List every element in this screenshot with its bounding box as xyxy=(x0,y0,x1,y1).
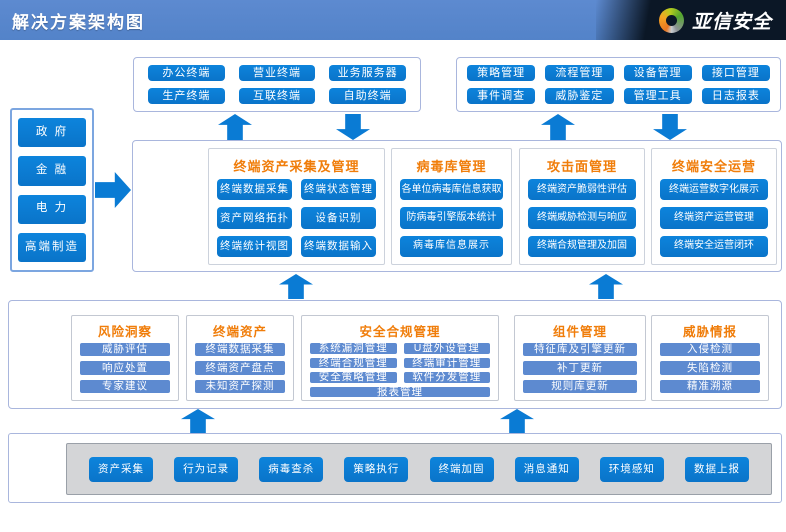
mgmt-box-logs: 日志报表 xyxy=(701,88,770,104)
section-title: 安全合规管理 xyxy=(359,325,441,339)
section-title: 终端安全运营 xyxy=(671,159,756,174)
industry-box-power: 电 力 xyxy=(18,194,86,224)
section-security-ops: 终端安全运营 终端运营数字化展示 终端资产运营管理 终端安全运营闭环 xyxy=(651,148,777,265)
terminal-box-production: 生产终端 xyxy=(148,88,225,104)
feature-box: 各单位病毒库信息获取 xyxy=(400,179,503,201)
section-attack-surface: 攻击面管理 终端资产脆弱性评估 终端威胁检测与响应 终端合规管理及加固 xyxy=(519,148,645,265)
asiainfo-logo-icon xyxy=(658,7,684,33)
section-components: 组件管理 特征库及引擎更新 补丁更新 规则库更新 xyxy=(514,315,646,401)
feature-box: 专家建议 xyxy=(80,379,170,393)
feature-box: 威胁评估 xyxy=(80,343,170,357)
terminal-box-selfservice: 自助终端 xyxy=(329,88,406,104)
feature-box: 特征库及引擎更新 xyxy=(523,343,637,357)
feature-box: 终端数据采集 xyxy=(217,179,292,201)
mgmt-box-process: 流程管理 xyxy=(545,65,614,81)
flow-arrow-down xyxy=(653,114,687,140)
terminal-box-connected: 互联终端 xyxy=(238,88,316,104)
agent-panel: 资产采集 行为记录 病毒查杀 策略执行 终端加固 消息通知 环境感知 数据上报 xyxy=(8,433,782,503)
feature-box: 终端数据采集 xyxy=(195,343,285,357)
terminal-box-business: 营业终端 xyxy=(238,65,316,81)
flow-arrow-up xyxy=(279,274,313,299)
mgmt-box-tools: 管理工具 xyxy=(623,88,692,104)
section-virus-db: 病毒库管理 各单位病毒库信息获取 防病毒引擎版本统计 病毒库信息展示 xyxy=(391,148,512,265)
feature-box: 终端数据输入 xyxy=(301,235,376,257)
terminal-box-server: 业务服务器 xyxy=(329,65,406,81)
feature-box: 报表管理 xyxy=(310,386,490,397)
brand-logo: 亚信安全 xyxy=(596,0,786,40)
feature-box: U盘外设管理 xyxy=(403,343,490,354)
industry-box-finance: 金 融 xyxy=(18,156,86,186)
feature-box: 终端安全运营闭环 xyxy=(660,235,768,257)
terminal-box-office: 办公终端 xyxy=(148,65,225,81)
flow-arrow-up xyxy=(500,409,534,433)
feature-box: 终端运营数字化展示 xyxy=(660,179,768,201)
flow-arrow-up xyxy=(541,114,575,140)
mgmt-box-interface: 接口管理 xyxy=(701,65,770,81)
agent-box-policy-exec: 策略执行 xyxy=(344,456,409,482)
agent-functions-bar: 资产采集 行为记录 病毒查杀 策略执行 终端加固 消息通知 环境感知 数据上报 xyxy=(66,443,772,495)
agent-box-hardening: 终端加固 xyxy=(429,456,494,482)
section-title: 攻击面管理 xyxy=(546,159,617,174)
feature-box: 终端资产运营管理 xyxy=(660,207,768,229)
section-title: 风险洞察 xyxy=(97,325,152,339)
feature-box: 系统漏洞管理 xyxy=(310,343,397,354)
feature-box: 终端威胁检测与响应 xyxy=(528,207,636,229)
agent-box-notify: 消息通知 xyxy=(514,456,579,482)
agent-box-env-sense: 环境感知 xyxy=(599,456,664,482)
section-terminal-assets: 终端资产 终端数据采集 终端资产盘点 未知资产探测 xyxy=(186,315,294,401)
feature-box: 防病毒引擎版本统计 xyxy=(400,207,503,229)
brand-name: 亚信安全 xyxy=(691,11,772,33)
feature-box: 入侵检测 xyxy=(660,343,760,357)
agent-box-asset-collect: 资产采集 xyxy=(89,456,153,482)
feature-box: 终端资产盘点 xyxy=(195,361,285,375)
mgmt-box-incident: 事件调查 xyxy=(467,88,536,104)
section-asset-collection: 终端资产采集及管理 终端数据采集 终端状态管理 资产网络拓扑 设备识别 终端统计… xyxy=(208,148,385,265)
agent-box-virus-scan: 病毒查杀 xyxy=(259,456,324,482)
agent-box-data-report: 数据上报 xyxy=(684,456,749,482)
feature-box: 终端资产脆弱性评估 xyxy=(528,179,636,201)
industry-box-manufacturing: 高端制造 xyxy=(18,232,86,262)
mgmt-box-threat-appraisal: 威胁鉴定 xyxy=(545,88,614,104)
management-functions-panel: 策略管理 流程管理 设备管理 接口管理 事件调查 威胁鉴定 管理工具 日志报表 xyxy=(456,57,781,112)
terminal-types-panel: 办公终端 营业终端 业务服务器 生产终端 互联终端 自助终端 xyxy=(133,57,421,112)
feature-box: 设备识别 xyxy=(301,207,376,229)
section-title: 威胁情报 xyxy=(682,325,737,339)
feature-box: 补丁更新 xyxy=(523,361,637,375)
industry-panel: 政 府 金 融 电 力 高端制造 xyxy=(10,108,94,272)
section-title: 组件管理 xyxy=(552,325,607,339)
platform-panel: 终端资产采集及管理 终端数据采集 终端状态管理 资产网络拓扑 设备识别 终端统计… xyxy=(132,140,782,272)
flow-arrow-up xyxy=(218,114,252,140)
feature-box: 终端合规管理及加固 xyxy=(528,235,636,257)
section-title: 终端资产采集及管理 xyxy=(233,159,360,174)
flow-arrow-right xyxy=(95,172,131,208)
flow-arrow-up xyxy=(589,274,623,299)
feature-box: 资产网络拓扑 xyxy=(217,207,292,229)
agent-box-behavior-log: 行为记录 xyxy=(174,456,239,482)
feature-box: 响应处置 xyxy=(80,361,170,375)
section-threat-intel: 威胁情报 入侵检测 失陷检测 精准溯源 xyxy=(651,315,769,401)
mgmt-box-policy: 策略管理 xyxy=(467,65,536,81)
feature-box: 失陷检测 xyxy=(660,361,760,375)
mgmt-box-device: 设备管理 xyxy=(623,65,692,81)
section-risk-insight: 风险洞察 威胁评估 响应处置 专家建议 xyxy=(71,315,179,401)
feature-box: 精准溯源 xyxy=(660,379,760,393)
feature-box: 未知资产探测 xyxy=(195,379,285,393)
feature-box: 病毒库信息展示 xyxy=(400,235,503,257)
feature-box: 终端审计管理 xyxy=(403,357,490,368)
feature-box: 安全策略管理 xyxy=(310,372,397,383)
capabilities-panel: 风险洞察 威胁评估 响应处置 专家建议 终端资产 终端数据采集 终端资产盘点 未… xyxy=(8,300,782,409)
section-compliance: 安全合规管理 系统漏洞管理 U盘外设管理 终端合规管理 终端审计管理 安全策略管… xyxy=(301,315,499,401)
feature-box: 规则库更新 xyxy=(523,379,637,393)
feature-box: 终端统计视图 xyxy=(217,235,292,257)
feature-box: 终端状态管理 xyxy=(301,179,376,201)
page-title: 解决方案架构图 xyxy=(12,12,145,32)
feature-box: 软件分发管理 xyxy=(403,372,490,383)
industry-box-government: 政 府 xyxy=(18,118,86,148)
header-bar: 解决方案架构图 亚信安全 xyxy=(0,0,786,40)
feature-box: 终端合规管理 xyxy=(310,357,397,368)
section-title: 终端资产 xyxy=(212,325,267,339)
flow-arrow-up xyxy=(181,409,215,433)
section-title: 病毒库管理 xyxy=(416,159,487,174)
flow-arrow-down xyxy=(336,114,370,140)
